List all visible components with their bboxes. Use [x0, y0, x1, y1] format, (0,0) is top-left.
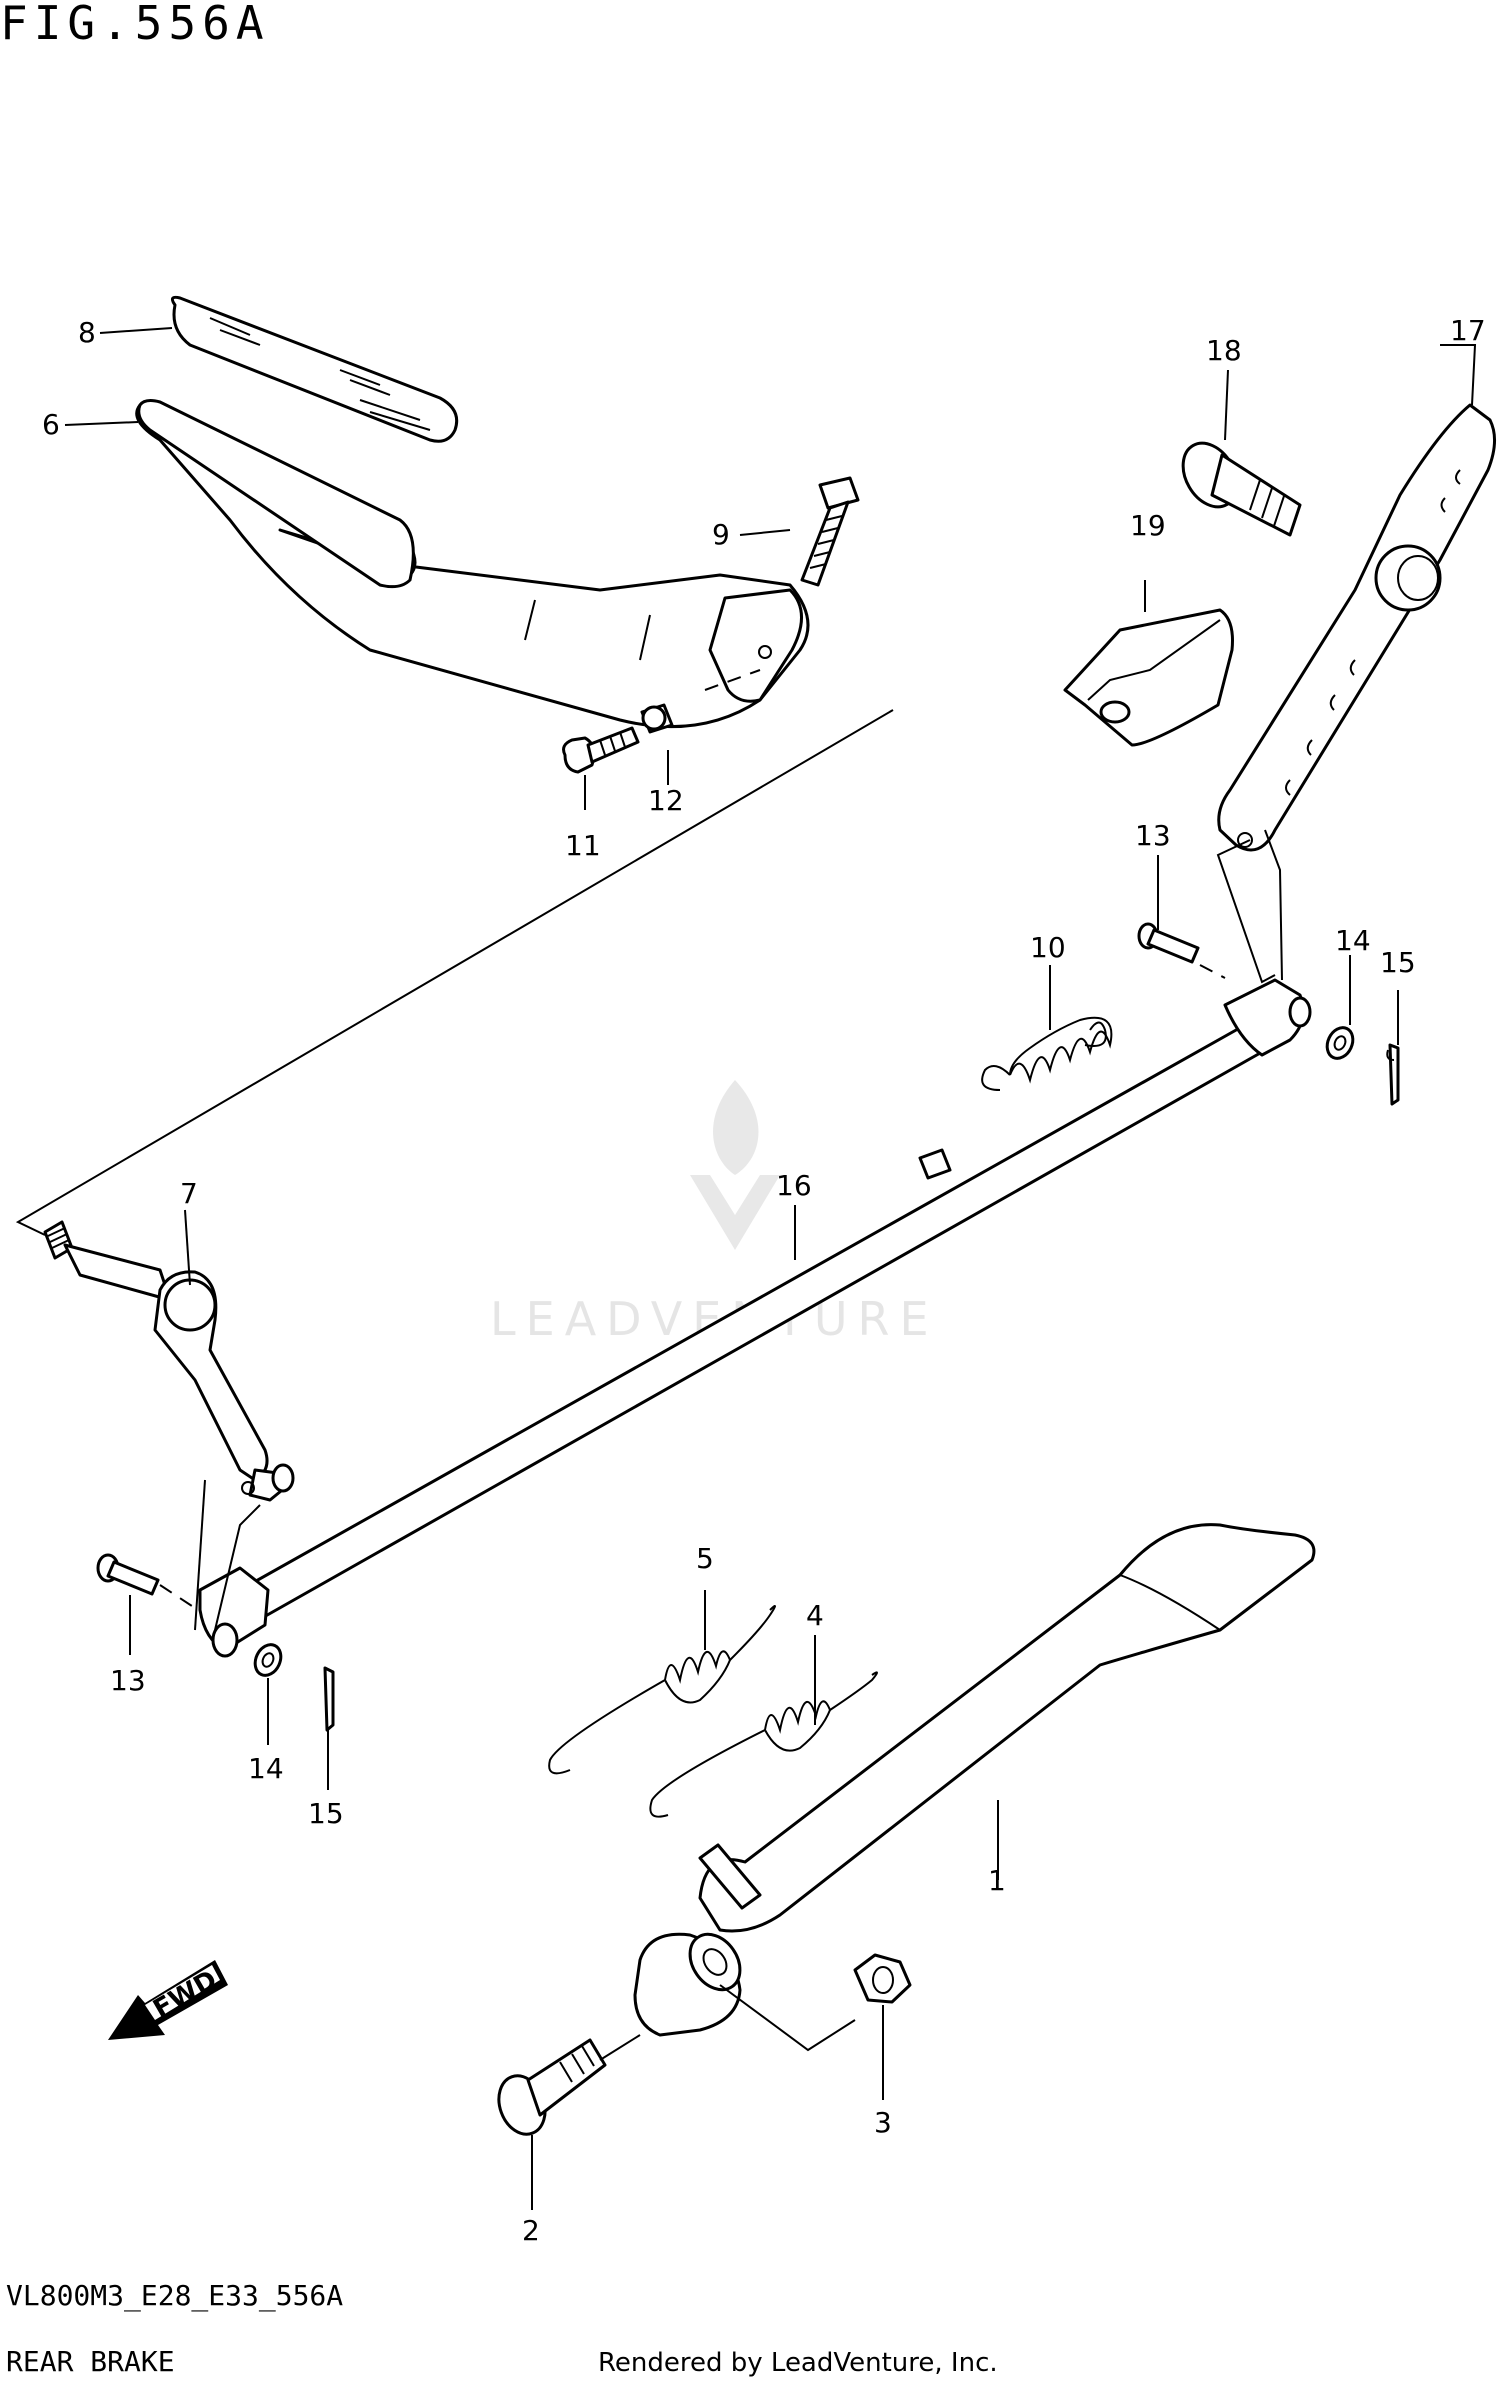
callout-13-right: 13	[1135, 819, 1171, 852]
callout-4: 4	[806, 1599, 824, 1632]
part-17-lever	[1217, 403, 1496, 852]
part-7-brake-lever	[43, 1220, 295, 1502]
assembly-dashed-lines	[15, 669, 1283, 2061]
part-6-brake-pedal	[135, 399, 810, 729]
part-14-washer-left	[253, 1643, 283, 1677]
footer-credit: Rendered by LeadVenture, Inc.	[598, 2348, 998, 2378]
fwd-arrow: FWD	[108, 1960, 228, 2040]
part-1-lever	[633, 1523, 1316, 2037]
leadventure-watermark: LEADVENTURE	[490, 1080, 929, 1346]
callout-15-right: 15	[1380, 946, 1416, 979]
fwd-label: FWD	[148, 1965, 222, 2025]
part-2-pivot-bolt	[497, 2038, 607, 2136]
part-12-nut	[640, 703, 674, 734]
part-14-washer-right	[1325, 1026, 1355, 1060]
callout-17: 17	[1450, 314, 1486, 347]
callout-12: 12	[648, 784, 684, 817]
footer-model-code: VL800M3_E28_E33_556A	[6, 2279, 344, 2312]
part-16-brake-rod	[198, 978, 1312, 1658]
callout-15-left: 15	[308, 1797, 344, 1830]
part-15-cotter-pin-right	[1386, 1043, 1400, 1106]
callout-14-right: 14	[1335, 924, 1371, 957]
callout-7: 7	[180, 1177, 198, 1210]
callout-14-left: 14	[248, 1752, 284, 1785]
callout-leaders	[64, 327, 1477, 2210]
part-3-nut	[853, 1953, 912, 2004]
footer-section-name: REAR BRAKE	[6, 2345, 175, 2378]
callout-19: 19	[1130, 509, 1166, 542]
callout-13-left: 13	[110, 1664, 146, 1697]
callout-6: 6	[42, 408, 60, 441]
part-11-bolt	[562, 726, 640, 774]
part-19-cover	[1063, 608, 1234, 747]
part-13-pin-left	[96, 1553, 160, 1596]
callout-3: 3	[874, 2106, 892, 2139]
part-5-spring	[548, 1605, 776, 1775]
part-8-pedal-rubber	[170, 295, 459, 443]
callout-2: 2	[522, 2214, 540, 2247]
callout-5: 5	[696, 1542, 714, 1575]
part-9-bolt	[800, 476, 860, 587]
callout-numbers: 8 6 9 19 18 17 13 10 14 15 16 7 12 11 13…	[42, 314, 1486, 2247]
callout-1: 1	[988, 1864, 1006, 1897]
callout-8: 8	[78, 316, 96, 349]
callout-18: 18	[1206, 334, 1242, 367]
callout-10: 10	[1030, 931, 1066, 964]
callout-16: 16	[776, 1169, 812, 1202]
callout-9: 9	[712, 518, 730, 551]
figure-title: FIG.556A	[0, 0, 270, 50]
part-15-cotter-pin-left	[323, 1666, 335, 1732]
part-10-spring	[981, 1016, 1113, 1091]
callout-11: 11	[565, 829, 601, 862]
part-13-pin-right	[1137, 922, 1200, 964]
part-18-pivot-bolt	[1181, 441, 1302, 537]
